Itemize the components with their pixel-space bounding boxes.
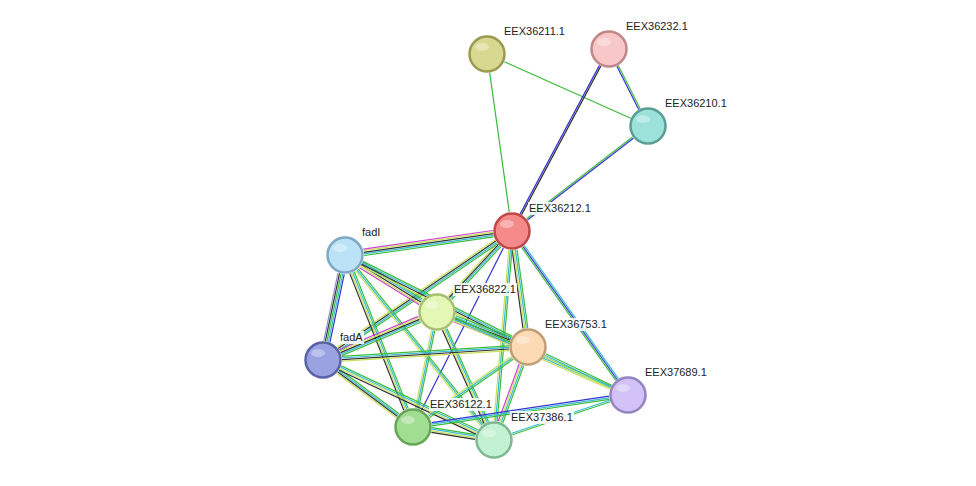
interaction-edge [617, 66, 640, 110]
node-circle [394, 408, 432, 446]
interaction-edge [428, 357, 514, 418]
protein-node: EEX36822.1 [418, 293, 456, 331]
protein-node: EEX36211.1 [468, 35, 506, 73]
node-circle [475, 421, 513, 459]
node-circle [493, 212, 531, 250]
node-label: EEX37689.1 [644, 366, 708, 379]
node-label: EEX36210.1 [664, 97, 728, 110]
interaction-edge [363, 231, 493, 256]
protein-node: EEX36212.1 [493, 212, 531, 250]
interaction-edge [431, 428, 475, 440]
node-circle [629, 107, 667, 145]
interaction-edge [454, 318, 611, 389]
node-label: EEX36122.1 [429, 398, 493, 411]
node-label: EEX36753.1 [544, 318, 608, 331]
protein-node: EEX36210.1 [629, 107, 667, 145]
node-circle [590, 30, 628, 68]
node-circle [468, 35, 506, 73]
node-label: fadA [339, 331, 364, 344]
interaction-edge [504, 62, 630, 118]
node-circle [326, 236, 364, 274]
node-label: EEX36232.1 [625, 20, 689, 33]
node-circle [304, 341, 342, 379]
node-circle [609, 376, 647, 414]
node-circle [509, 328, 547, 366]
node-label: EEX36211.1 [503, 25, 566, 38]
interaction-edge [360, 262, 423, 304]
interaction-edge [544, 354, 611, 388]
node-circle [418, 293, 456, 331]
interaction-edge [415, 330, 434, 408]
node-label: EEX36822.1 [453, 283, 517, 296]
node-label: fadI [361, 226, 381, 239]
protein-node: EEX36753.1 [509, 328, 547, 366]
node-label: EEX37386.1 [510, 411, 574, 424]
protein-node: EEX36232.1 [590, 30, 628, 68]
interaction-edge [490, 73, 510, 212]
interaction-edge [527, 137, 634, 220]
protein-node: fadI [326, 236, 364, 274]
protein-node: EEX37386.1 [475, 421, 513, 459]
node-label: EEX36212.1 [528, 202, 592, 215]
protein-node: fadA [304, 341, 342, 379]
protein-node: EEX36122.1 [394, 408, 432, 446]
interaction-edge [342, 346, 509, 361]
interaction-edge [339, 316, 420, 355]
protein-node: EEX37689.1 [609, 376, 647, 414]
